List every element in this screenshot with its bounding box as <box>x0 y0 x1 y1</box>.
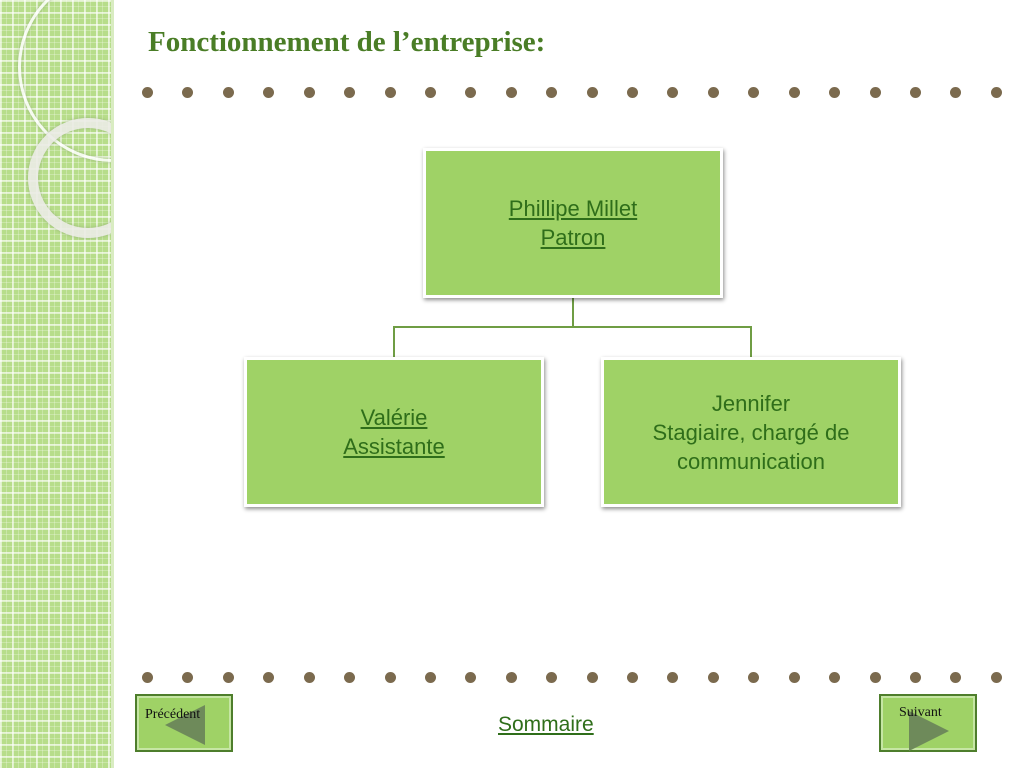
org-connector <box>393 326 395 357</box>
arrow-right-icon <box>909 711 949 751</box>
org-connector <box>750 326 752 357</box>
org-link-name[interactable]: Phillipe Millet <box>508 196 638 221</box>
org-link-role[interactable]: Assistante <box>343 434 445 459</box>
org-role: communication <box>677 448 825 474</box>
next-label: Suivant <box>899 705 942 720</box>
previous-label: Précédent <box>145 707 201 722</box>
org-link-role[interactable]: Patron <box>540 225 606 250</box>
dotted-divider-top <box>142 86 1002 98</box>
summary-link[interactable]: Sommaire <box>498 713 594 736</box>
org-box-stagiaire: Jennifer Stagiaire, chargé de communicat… <box>601 357 901 507</box>
org-connector <box>572 298 574 327</box>
previous-button[interactable]: Précédent <box>135 694 233 752</box>
decorative-side-panel <box>0 0 113 768</box>
arrow-left-icon <box>165 705 205 745</box>
org-name: Jennifer <box>711 390 791 416</box>
next-button[interactable]: Suivant <box>879 694 977 752</box>
decorative-ring <box>28 118 113 238</box>
org-box-patron[interactable]: Phillipe Millet Patron <box>423 148 723 298</box>
slide-title: Fonctionnement de l’entreprise: <box>148 26 546 58</box>
dotted-divider-bottom <box>142 671 1002 683</box>
side-panel-edge <box>111 0 114 768</box>
org-connector <box>393 326 752 328</box>
org-role: Stagiaire, chargé de <box>652 419 850 445</box>
org-box-assistante[interactable]: Valérie Assistante <box>244 357 544 507</box>
org-link-name[interactable]: Valérie <box>360 405 428 430</box>
